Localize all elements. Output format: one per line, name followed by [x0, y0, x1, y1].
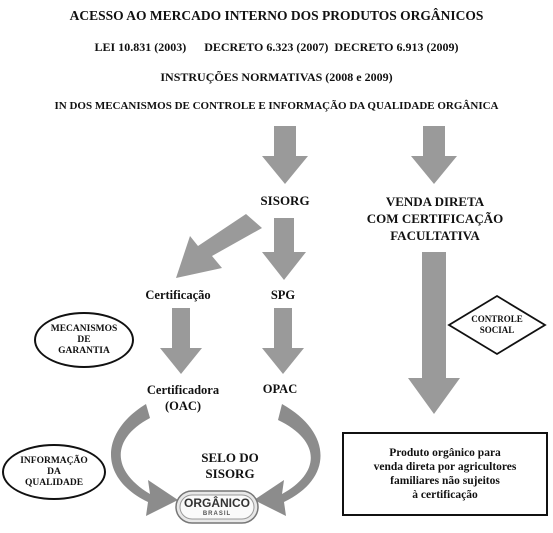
curved-arrow-left	[111, 404, 178, 516]
sisorg-label: SISORG	[260, 193, 310, 208]
selo-line-1: SELO DO	[201, 450, 259, 465]
seal-graphic	[175, 490, 259, 524]
seal-sub-text: BRASIL	[202, 511, 232, 517]
mecanismos-line-1: MECANISMOS	[50, 323, 118, 334]
selo-label: SELO DO SISORG	[180, 450, 280, 482]
laws-line: LEI 10.831 (2003) DECRETO 6.323 (2007) D…	[94, 40, 459, 54]
certificadora-label: Certificadora (OAC)	[128, 382, 238, 414]
arrow-sisorg-certificacao	[176, 214, 262, 278]
certificadora-line-2: (OAC)	[164, 399, 202, 413]
produto-line-4: à certificação	[412, 489, 478, 501]
informacao-line-1: INFORMAÇÃO	[20, 455, 88, 466]
mecanismos-oval: MECANISMOS DE GARANTIA	[34, 312, 134, 368]
organico-brasil-seal: ORGÂNICO BRASIL	[175, 487, 259, 527]
controle-line-2: SOCIAL	[479, 325, 515, 335]
certificadora-line-1: Certificadora	[146, 383, 220, 397]
controle-label: CONTROLE SOCIAL	[457, 314, 537, 336]
produto-line-2: venda direta por agricultores	[373, 461, 517, 473]
informacao-line-3: QUALIDADE	[24, 477, 84, 488]
arrow-sisorg-spg	[262, 218, 306, 280]
venda-line-1: VENDA DIRETA	[385, 194, 485, 209]
opac-label: OPAC	[262, 382, 298, 396]
arrow-spg-opac	[262, 308, 304, 374]
controle-line-1: CONTROLE	[471, 314, 523, 324]
certificacao-label: Certificação	[145, 288, 211, 302]
normative-line: INSTRUÇÕES NORMATIVAS (2008 e 2009)	[160, 70, 393, 84]
controle-diamond	[447, 294, 547, 356]
venda-line-3: FACULTATIVA	[390, 228, 480, 243]
arrow-venda-produto	[408, 252, 460, 414]
produto-line-1: Produto orgânico para	[389, 447, 501, 459]
produto-box: Produto orgânico para venda direta por a…	[342, 432, 548, 516]
curved-arrow-right	[254, 404, 321, 516]
seal-main-text: ORGÂNICO	[184, 496, 250, 510]
informacao-line-2: DA	[47, 466, 61, 477]
spg-label: SPG	[270, 288, 296, 302]
selo-line-2: SISORG	[205, 466, 255, 481]
mecanismos-line-2: DE	[77, 334, 91, 345]
arrow-cert-certificadora	[160, 308, 202, 374]
venda-direta-label: VENDA DIRETA COM CERTIFICAÇÃO FACULTATIV…	[345, 193, 525, 244]
venda-line-2: COM CERTIFICAÇÃO	[366, 211, 504, 226]
diagram-title: ACESSO AO MERCADO INTERNO DOS PRODUTOS O…	[69, 8, 484, 23]
informacao-oval: INFORMAÇÃO DA QUALIDADE	[2, 444, 106, 500]
arrow-to-venda	[411, 126, 457, 184]
subtitle-line: IN DOS MECANISMOS DE CONTROLE E INFORMAÇ…	[54, 100, 499, 112]
arrow-to-sisorg	[262, 126, 308, 184]
produto-line-3: familiares não sujeitos	[390, 475, 500, 487]
mecanismos-line-3: GARANTIA	[58, 345, 110, 356]
